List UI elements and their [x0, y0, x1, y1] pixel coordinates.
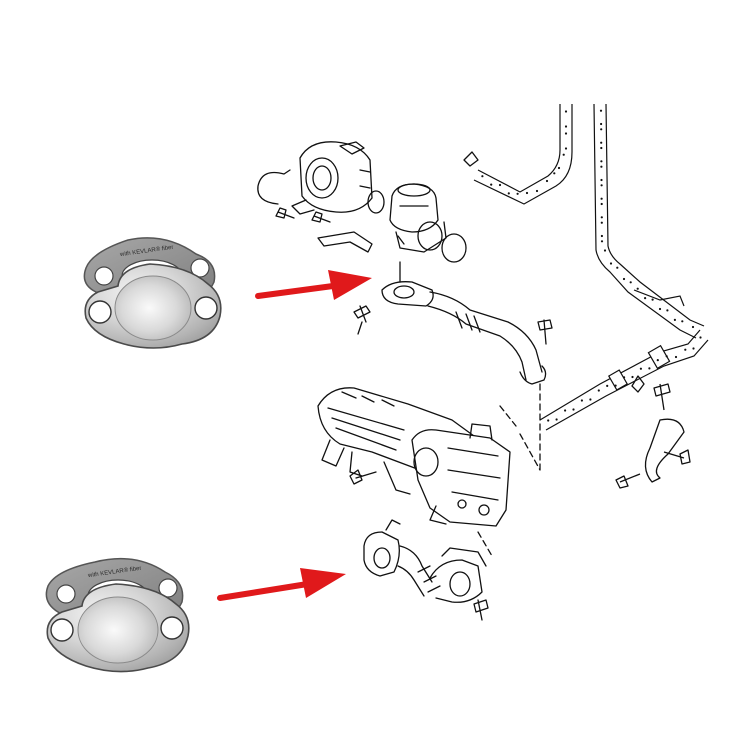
- bolt: [537, 319, 553, 345]
- bracket: [317, 231, 373, 253]
- hose-dot: [600, 122, 603, 126]
- hose-dot: [648, 367, 651, 370]
- hose-dot: [600, 240, 604, 243]
- hose-dot: [525, 191, 529, 195]
- lower-metal-plate: [46, 583, 190, 673]
- hose-dot: [600, 165, 603, 168]
- hose-dot: [562, 153, 565, 156]
- hose-dot: [572, 408, 575, 411]
- hose-dot: [545, 179, 549, 183]
- hose-dot: [600, 216, 603, 219]
- hose-dot: [600, 128, 603, 131]
- hose-dot: [600, 221, 603, 224]
- hose-dots: [481, 109, 702, 422]
- hose-dot: [589, 398, 592, 401]
- hose-dot: [599, 109, 603, 112]
- hose-dot: [609, 262, 613, 265]
- circlip: [257, 169, 291, 205]
- hose-clamp: [463, 151, 479, 167]
- hose-dot: [622, 277, 626, 281]
- hose-dot: [691, 325, 695, 329]
- egr-gasket-ring: [441, 233, 467, 263]
- hose-dot: [674, 355, 678, 359]
- throttle-body: [291, 141, 373, 215]
- hose-dot: [481, 175, 484, 178]
- hose-dot: [603, 249, 607, 252]
- bolt: [349, 469, 377, 485]
- egr-cooler: [411, 423, 511, 527]
- egr-pipe: [381, 261, 547, 385]
- o-ring: [367, 190, 385, 214]
- red-arrow-right-icon: [255, 270, 372, 300]
- coolant-hoses-drawing: [473, 103, 709, 431]
- hose-dot: [656, 359, 659, 362]
- upper-metal-plate: [84, 263, 222, 349]
- hose-dot: [606, 384, 609, 387]
- hose-dot: [600, 160, 603, 163]
- bolt: [275, 207, 295, 219]
- hose-dot: [557, 166, 561, 170]
- egr-valve: [389, 183, 447, 253]
- hose-dot: [553, 172, 556, 175]
- hose-dot: [564, 409, 567, 412]
- hose-dot: [614, 384, 617, 387]
- lower-egr-cooler-drawing: [317, 379, 541, 621]
- hose-dot: [616, 266, 619, 269]
- hose-dot: [623, 376, 626, 379]
- hose-dot: [639, 367, 643, 370]
- hose-dot: [631, 375, 634, 379]
- bolt: [311, 211, 331, 223]
- hose-dot: [490, 183, 493, 186]
- hose-dot: [580, 399, 584, 402]
- hose-bracket-drawing: [615, 375, 691, 489]
- hose-dot: [555, 418, 558, 421]
- hose-dot: [516, 192, 519, 195]
- hose-dot: [681, 320, 684, 323]
- hose-dot: [658, 307, 662, 311]
- hose-dot: [600, 178, 603, 182]
- bolt: [473, 599, 489, 621]
- hose-dot: [564, 147, 568, 150]
- hose-dot: [600, 184, 603, 187]
- hose-dot: [597, 389, 600, 392]
- red-arrow-right-icon: [217, 568, 346, 601]
- egr-lower-pipe: [363, 519, 487, 603]
- leader-line: [477, 379, 541, 557]
- hose-dot: [600, 141, 603, 144]
- hose-dot: [692, 347, 695, 350]
- hose-dot: [564, 110, 568, 113]
- hose-dot: [684, 348, 687, 351]
- hose-dot: [644, 297, 647, 300]
- bolt: [353, 305, 371, 335]
- hose-dot: [673, 318, 677, 321]
- hose-dot: [629, 281, 632, 284]
- hose-dot: [665, 355, 668, 358]
- hose-dot: [600, 202, 603, 206]
- upper-blanking-plate-set: with KEVLAR® fiber: [83, 237, 222, 349]
- hose-dot: [651, 298, 654, 301]
- hose-dot: [535, 189, 539, 193]
- hose-dot: [547, 419, 550, 422]
- hose-dot: [666, 309, 669, 312]
- hose-dot: [507, 192, 510, 195]
- hose-dot: [600, 146, 603, 150]
- lower-blanking-plate-set: with KEVLAR® fiber: [45, 557, 190, 673]
- hose-dot: [498, 183, 502, 187]
- hose-dot: [600, 197, 603, 200]
- hose-dot: [564, 132, 568, 135]
- hose-dot: [699, 336, 702, 339]
- hose-dot: [564, 125, 568, 128]
- hose-dot: [600, 234, 604, 238]
- upper-egr-assembly-drawing: [257, 141, 553, 385]
- hose-dot: [636, 287, 639, 290]
